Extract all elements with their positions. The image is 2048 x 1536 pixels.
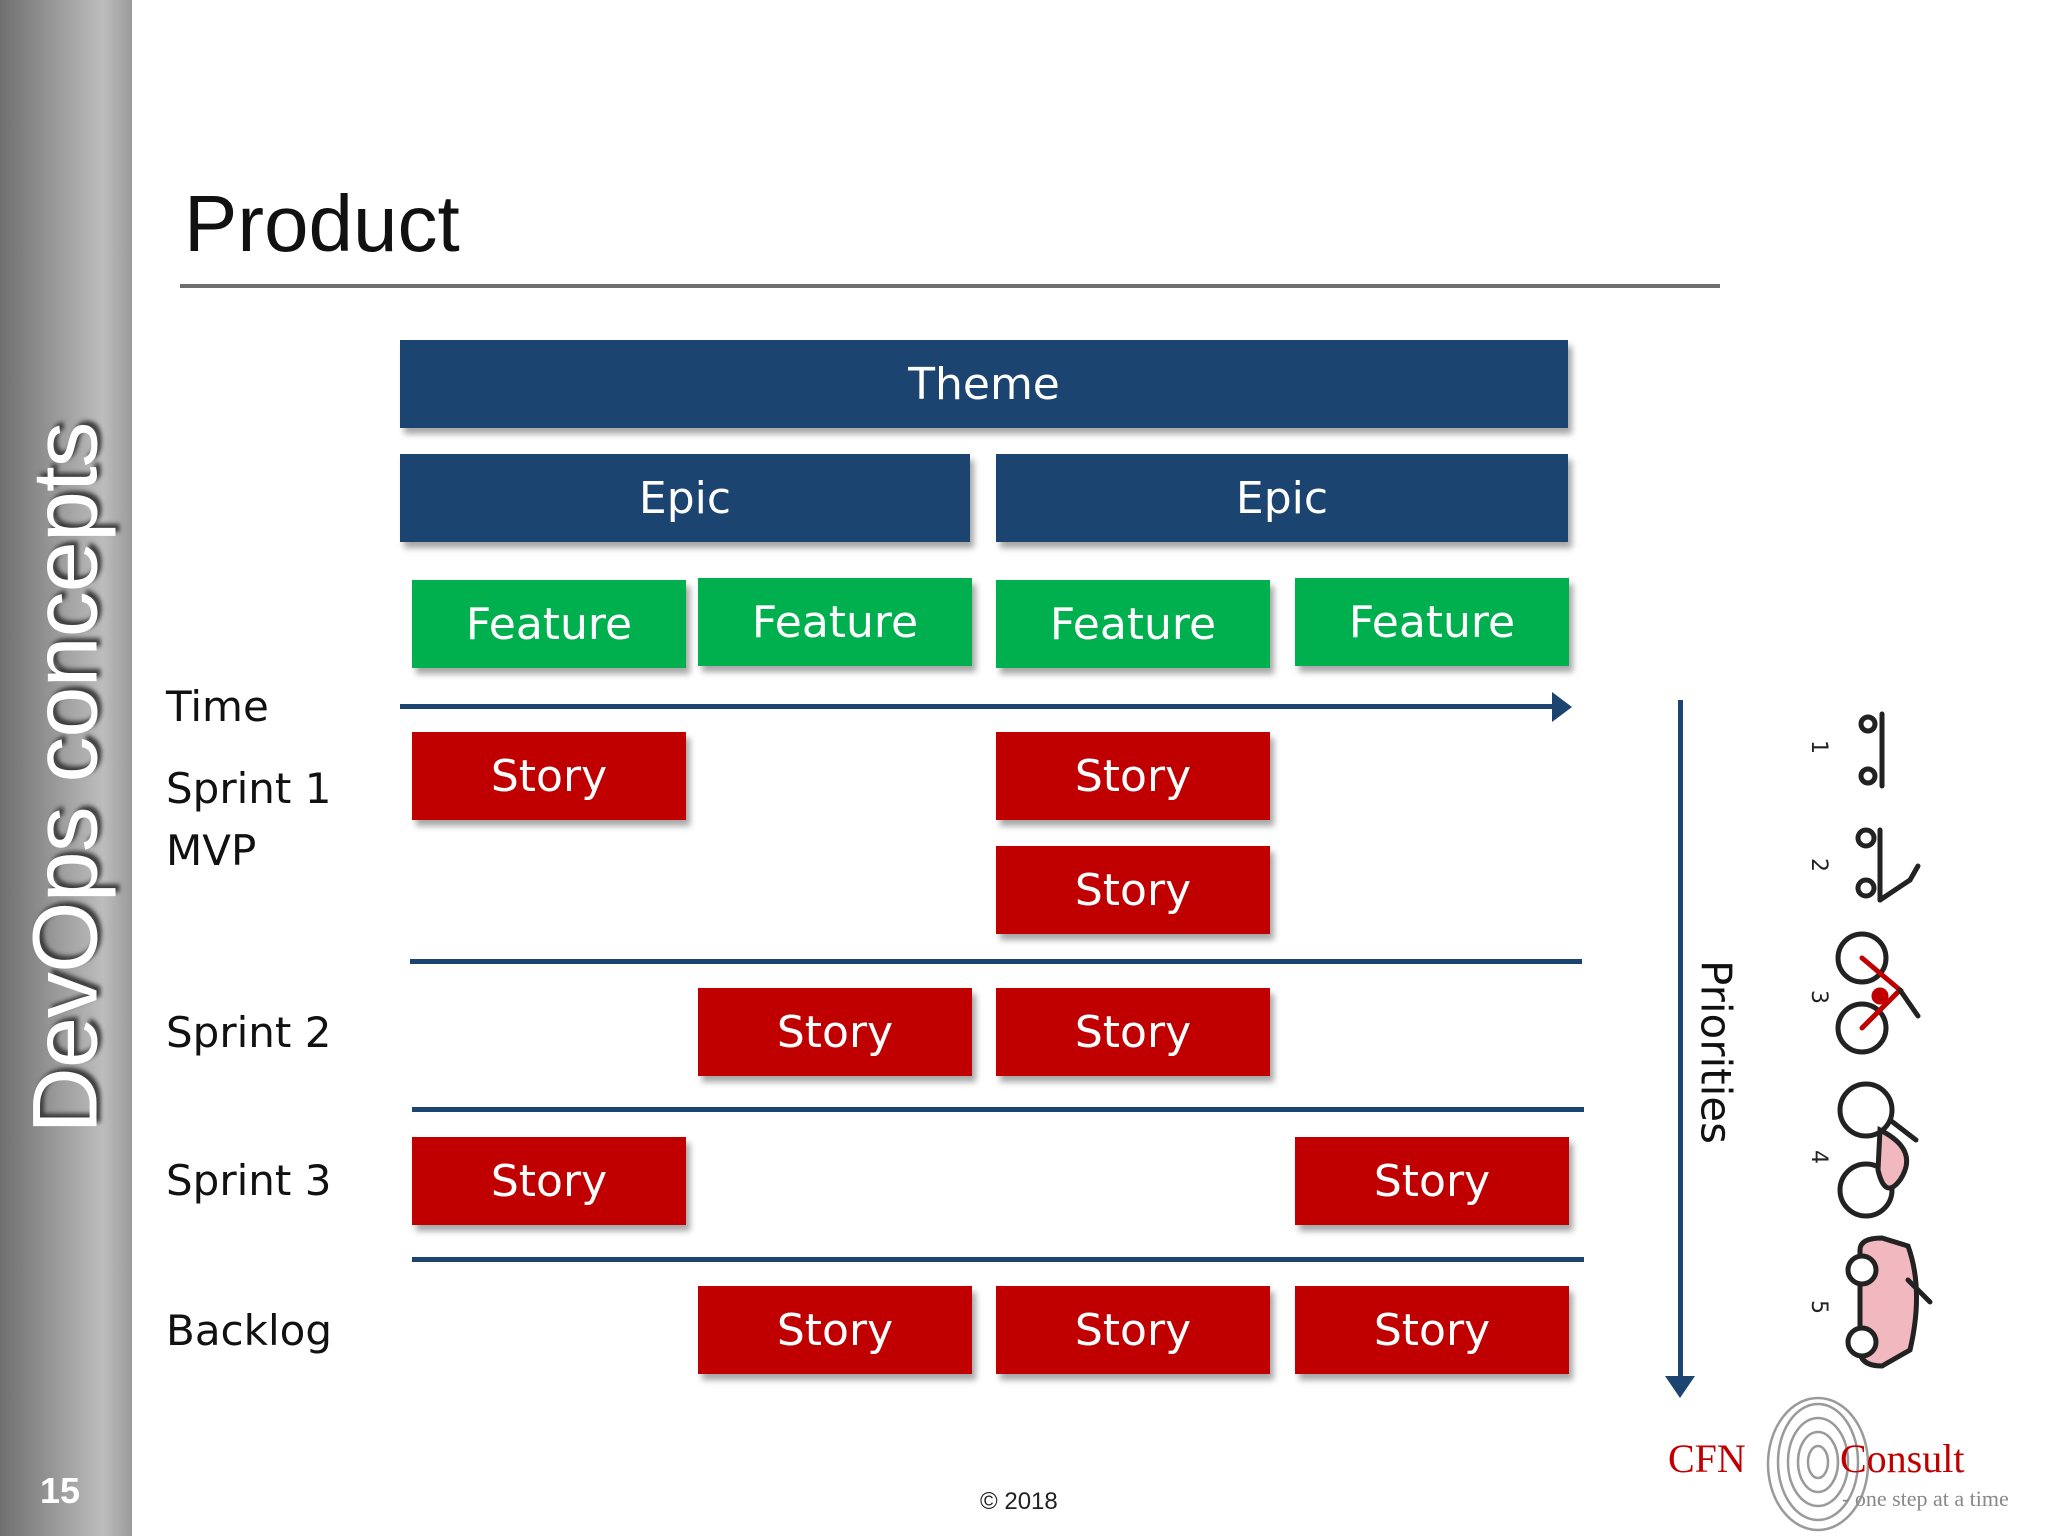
- logo-right-text: Consult: [1840, 1436, 1964, 1481]
- fingerprint-icon: [1766, 1396, 1870, 1532]
- priorities-arrow: [1678, 700, 1683, 1376]
- feature-box-1: Feature: [412, 580, 686, 668]
- feature-box-4: Feature: [1295, 578, 1569, 666]
- vehicle-evolution-illustration: 1 2 3 4: [1806, 711, 1933, 1369]
- story-backlog-2: Story: [996, 1286, 1270, 1374]
- time-arrow: [400, 704, 1568, 709]
- sidebar-title: DevOps concepts: [14, 422, 117, 1134]
- story-sprint3-2: Story: [1295, 1137, 1569, 1225]
- logo-left-text: CFN: [1668, 1436, 1746, 1481]
- story-sprint1-1: Story: [412, 732, 686, 820]
- priorities-label: Priorities: [1691, 959, 1741, 1145]
- time-label: Time: [166, 682, 269, 731]
- vehicle-number-4: 4: [1806, 1150, 1831, 1164]
- priorities-arrow-head: [1665, 1376, 1695, 1398]
- logo-tagline: - one step at a time: [1842, 1486, 2009, 1511]
- theme-box: Theme: [400, 340, 1568, 428]
- cfn-consult-logo: CFN Consult - one step at a time: [1668, 1396, 2009, 1532]
- vehicle-number-2: 2: [1806, 858, 1831, 872]
- backlog-label: Backlog: [166, 1306, 332, 1355]
- story-sprint1-2: Story: [996, 732, 1270, 820]
- story-sprint2-2: Story: [996, 988, 1270, 1076]
- sprint-1-label: Sprint 1: [166, 764, 332, 813]
- story-sprint1-3: Story: [996, 846, 1270, 934]
- vehicle-number-1: 1: [1806, 740, 1831, 754]
- bicycle-icon: 3: [1806, 931, 1921, 1055]
- feature-box-2: Feature: [698, 578, 972, 666]
- time-arrow-head: [1552, 692, 1572, 722]
- epic-box-2: Epic: [996, 454, 1568, 542]
- sprint-divider-3: [412, 1257, 1584, 1262]
- scooter-icon: 2: [1806, 827, 1921, 903]
- sprint-3-label: Sprint 3: [166, 1156, 332, 1205]
- copyright: © 2018: [980, 1488, 1058, 1515]
- story-backlog-1: Story: [698, 1286, 972, 1374]
- motorcycle-icon: 4: [1806, 1081, 1919, 1219]
- page-title: Product: [184, 179, 460, 268]
- epic-box-1: Epic: [400, 454, 970, 542]
- story-sprint3-1: Story: [412, 1137, 686, 1225]
- vehicle-number-3: 3: [1806, 990, 1831, 1004]
- car-icon: 5: [1806, 1235, 1933, 1369]
- sidebar: DevOps concepts 15: [0, 0, 132, 1536]
- skateboard-icon: 1: [1806, 711, 1885, 789]
- mvp-label: MVP: [166, 826, 257, 875]
- sprint-divider-1: [410, 959, 1582, 964]
- story-sprint2-1: Story: [698, 988, 972, 1076]
- vehicle-number-5: 5: [1806, 1300, 1831, 1314]
- sprint-2-label: Sprint 2: [166, 1008, 332, 1057]
- sprint-divider-2: [412, 1107, 1584, 1112]
- story-backlog-3: Story: [1295, 1286, 1569, 1374]
- slide-number: 15: [40, 1470, 81, 1511]
- feature-box-3: Feature: [996, 580, 1270, 668]
- title-divider: [180, 284, 1720, 288]
